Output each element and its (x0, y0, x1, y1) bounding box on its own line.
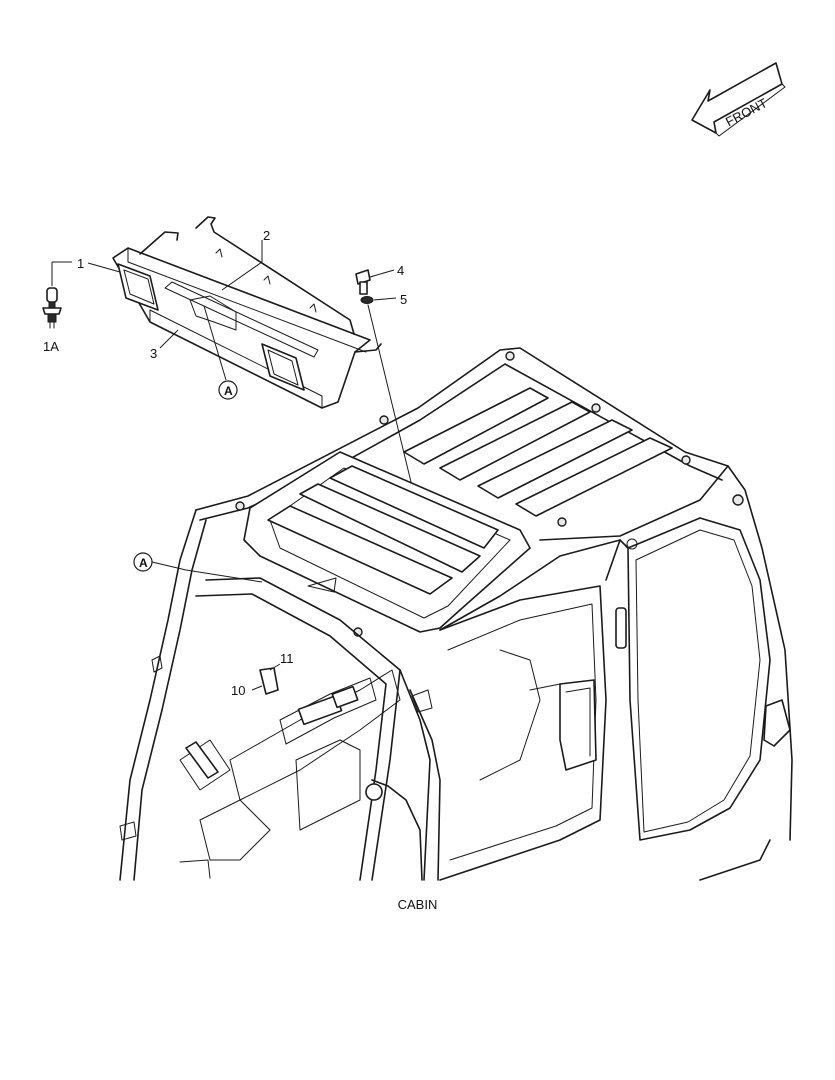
wiring-harness (195, 216, 355, 335)
arrow-left-icon (691, 62, 783, 134)
callout-10: 10 (231, 683, 245, 698)
callout-2: 2 (263, 228, 270, 243)
callout-1: 1 (77, 256, 84, 271)
callout-11: 11 (280, 651, 294, 666)
callout-4: 4 (397, 263, 404, 278)
front-arrow: FRONT (691, 62, 786, 137)
cabin-body (119, 347, 793, 881)
reference-a-top-label: A (224, 384, 233, 398)
leaders (87, 240, 281, 691)
diagram-caption: CABIN (397, 897, 438, 912)
callout-labels: 1 1A 2 3 4 5 10 11 (43, 228, 407, 698)
light-bar-assembly (112, 231, 382, 409)
reference-a-left-label: A (139, 556, 148, 570)
reference-a-left: A (133, 552, 153, 572)
bulb-1a (42, 261, 72, 329)
callout-3: 3 (150, 346, 157, 361)
callout-1a: 1A (43, 339, 59, 354)
reference-a-top: A (218, 380, 238, 400)
callout-5: 5 (400, 292, 407, 307)
